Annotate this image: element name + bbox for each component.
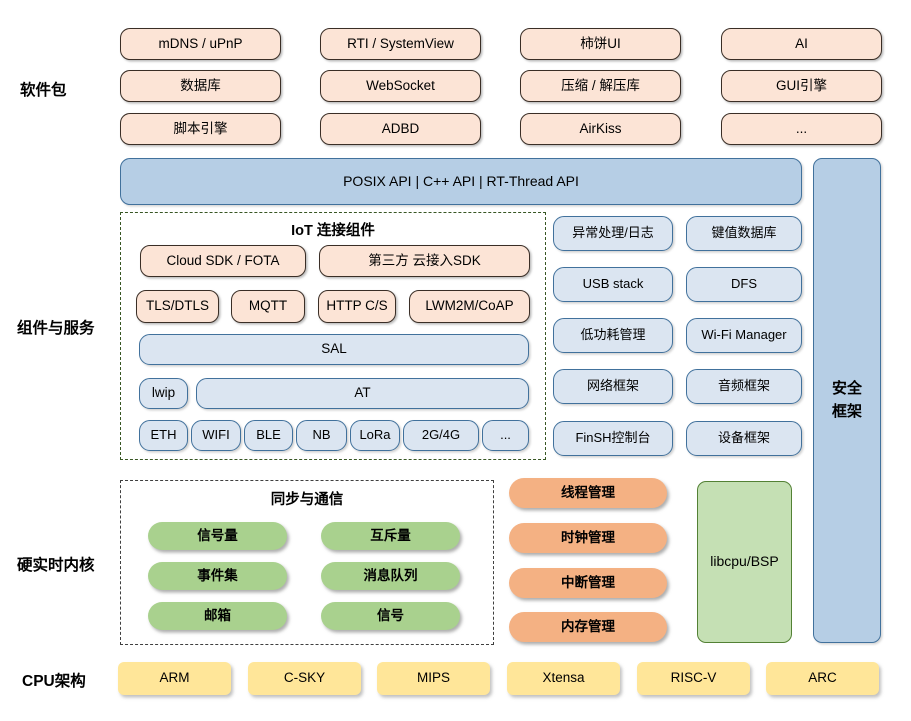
iot-box-cloud-sdk-fota: Cloud SDK / FOTA — [140, 245, 306, 277]
sync-ipc-group-title: 同步与通信 — [270, 492, 344, 508]
iot-box-mqtt: MQTT — [231, 290, 305, 323]
pkg-box-mdns-upnp: mDNS / uPnP — [120, 28, 281, 60]
cpu-arch-box-mips: MIPS — [377, 662, 490, 695]
pkg-box-more: ... — [721, 113, 882, 145]
service-box-audio-framework: 音频框架 — [686, 369, 802, 404]
kernel-pill-interrupt-mgmt: 中断管理 — [509, 568, 667, 598]
section-label-software-packages: 软件包 — [20, 82, 67, 99]
pkg-box-compression: 压缩 / 解压库 — [520, 70, 681, 102]
pkg-box-database: 数据库 — [120, 70, 281, 102]
iot-box-at: AT — [196, 378, 529, 409]
iot-box-lora: LoRa — [350, 420, 400, 451]
iot-connectivity-group — [120, 212, 546, 460]
sync-pill-mailbox: 邮箱 — [148, 602, 287, 630]
cpu-arch-box-csky: C-SKY — [248, 662, 361, 695]
iot-box-wifi: WIFI — [191, 420, 241, 451]
section-label-components-services: 组件与服务 — [17, 320, 95, 337]
pkg-box-adbd: ADBD — [320, 113, 481, 145]
pkg-box-airkiss: AirKiss — [520, 113, 681, 145]
service-box-wifi-manager: Wi-Fi Manager — [686, 318, 802, 353]
iot-box-nb: NB — [296, 420, 347, 451]
iot-box-lwm2m-coap: LWM2M/CoAP — [409, 290, 530, 323]
service-box-usb-stack: USB stack — [553, 267, 673, 302]
sync-ipc-group — [120, 480, 494, 645]
sync-pill-semaphore: 信号量 — [148, 522, 287, 550]
sync-pill-message-queue: 消息队列 — [321, 562, 460, 590]
iot-box-2g-4g: 2G/4G — [403, 420, 479, 451]
iot-group-title: IoT 连接组件 — [291, 223, 375, 239]
cpu-arch-box-arc: ARC — [766, 662, 879, 695]
iot-box-thirdparty-cloud-sdk: 第三方 云接入SDK — [319, 245, 530, 277]
iot-box-http-cs: HTTP C/S — [318, 290, 396, 323]
kernel-pill-clock-mgmt: 时钟管理 — [509, 523, 667, 553]
service-box-network-framework: 网络框架 — [553, 369, 673, 404]
cpu-arch-box-riscv: RISC-V — [637, 662, 750, 695]
cpu-arch-box-arm: ARM — [118, 662, 231, 695]
service-box-kv-database: 键值数据库 — [686, 216, 802, 251]
iot-box-ble: BLE — [244, 420, 293, 451]
libcpu-bsp-box: libcpu/BSP — [697, 481, 792, 643]
pkg-box-script-engine: 脚本引擎 — [120, 113, 281, 145]
kernel-pill-thread-mgmt: 线程管理 — [509, 478, 667, 508]
kernel-pill-memory-mgmt: 内存管理 — [509, 612, 667, 642]
sync-pill-event-set: 事件集 — [148, 562, 287, 590]
service-box-dfs: DFS — [686, 267, 802, 302]
service-box-finsh-console: FinSH控制台 — [553, 421, 673, 456]
service-box-exception-log: 异常处理/日志 — [553, 216, 673, 251]
service-box-device-framework: 设备框架 — [686, 421, 802, 456]
pkg-box-ai: AI — [721, 28, 882, 60]
pkg-box-persimmon-ui: 柿饼UI — [520, 28, 681, 60]
security-framework-line1: 安全 — [831, 380, 862, 397]
pkg-box-gui-engine: GUI引擎 — [721, 70, 882, 102]
iot-box-tls-dtls: TLS/DTLS — [136, 290, 219, 323]
iot-box-more-links: ... — [482, 420, 529, 451]
pkg-box-rti-systemview: RTI / SystemView — [320, 28, 481, 60]
sync-pill-signal: 信号 — [321, 602, 460, 630]
sync-pill-mutex: 互斥量 — [321, 522, 460, 550]
pkg-box-websocket: WebSocket — [320, 70, 481, 102]
api-layer-bar: POSIX API | C++ API | RT-Thread API — [120, 158, 802, 205]
iot-box-sal: SAL — [139, 334, 529, 365]
section-label-cpu-arch: CPU架构 — [22, 673, 86, 690]
service-box-low-power-mgmt: 低功耗管理 — [553, 318, 673, 353]
security-framework-box: 安全 框架 — [813, 158, 881, 643]
iot-box-lwip: lwip — [139, 378, 188, 409]
section-label-realtime-kernel: 硬实时内核 — [17, 557, 95, 574]
iot-box-eth: ETH — [139, 420, 188, 451]
security-framework-line2: 框架 — [831, 402, 862, 420]
cpu-arch-box-xtensa: Xtensa — [507, 662, 620, 695]
